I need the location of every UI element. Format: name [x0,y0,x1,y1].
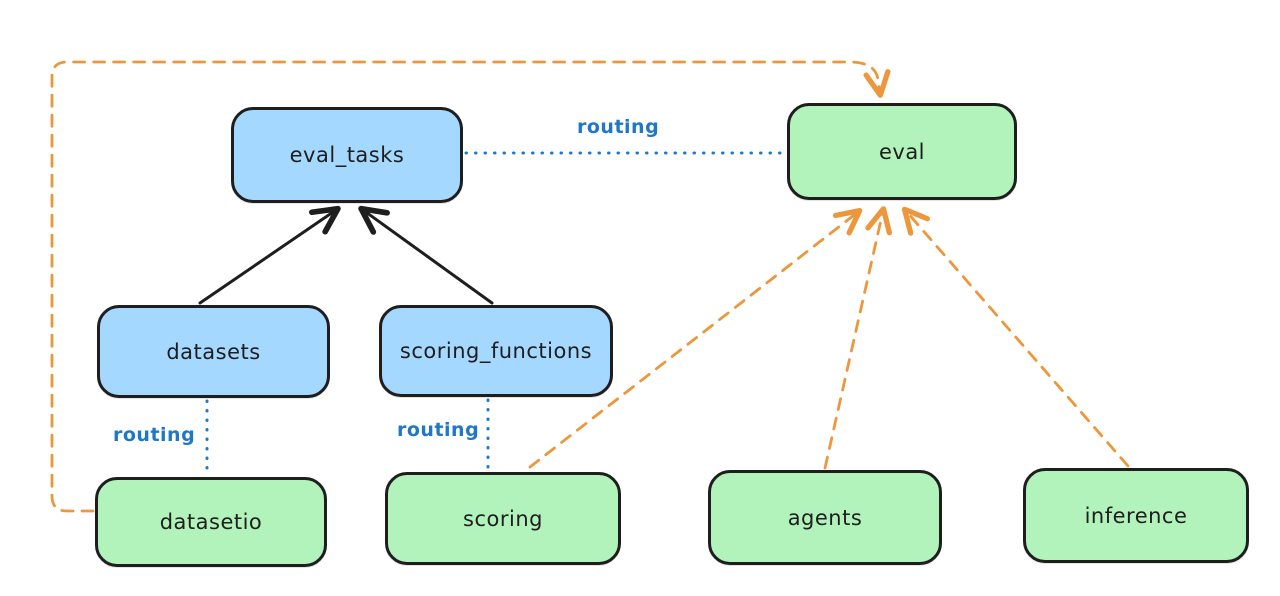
edge-datasetio-to-eval [50,60,891,513]
node-datasets-label: datasets [166,339,261,364]
node-datasetio-label: datasetio [159,510,263,534]
node-datasets: datasets [97,305,330,398]
node-agents-label: agents [787,505,863,530]
node-datasetio: datasetio [95,477,327,567]
node-agents: agents [708,470,942,565]
node-scoring: scoring [385,472,621,565]
node-scoring-label: scoring [463,506,543,531]
node-inference-label: inference [1084,503,1188,528]
edge-agents-to-eval [823,206,893,470]
node-eval: eval [787,103,1017,200]
routing-label-top: routing [577,116,660,138]
node-eval-tasks: eval_tasks [231,107,463,203]
node-eval-label: eval [878,139,926,164]
node-eval-tasks-label: eval_tasks [289,143,405,167]
edge-scoring-functions-to-eval-tasks [358,205,494,305]
node-inference: inference [1023,468,1249,563]
routing-label-scoring: routing [397,419,480,441]
edge-inference-to-eval [901,206,1130,468]
edge-scoring-to-eval [528,208,863,469]
routing-label-datasets: routing [113,424,196,446]
edge-datasets-to-eval-tasks [198,205,341,305]
node-scoring-functions: scoring_functions [379,305,613,397]
node-scoring-functions-label: scoring_functions [399,339,593,363]
